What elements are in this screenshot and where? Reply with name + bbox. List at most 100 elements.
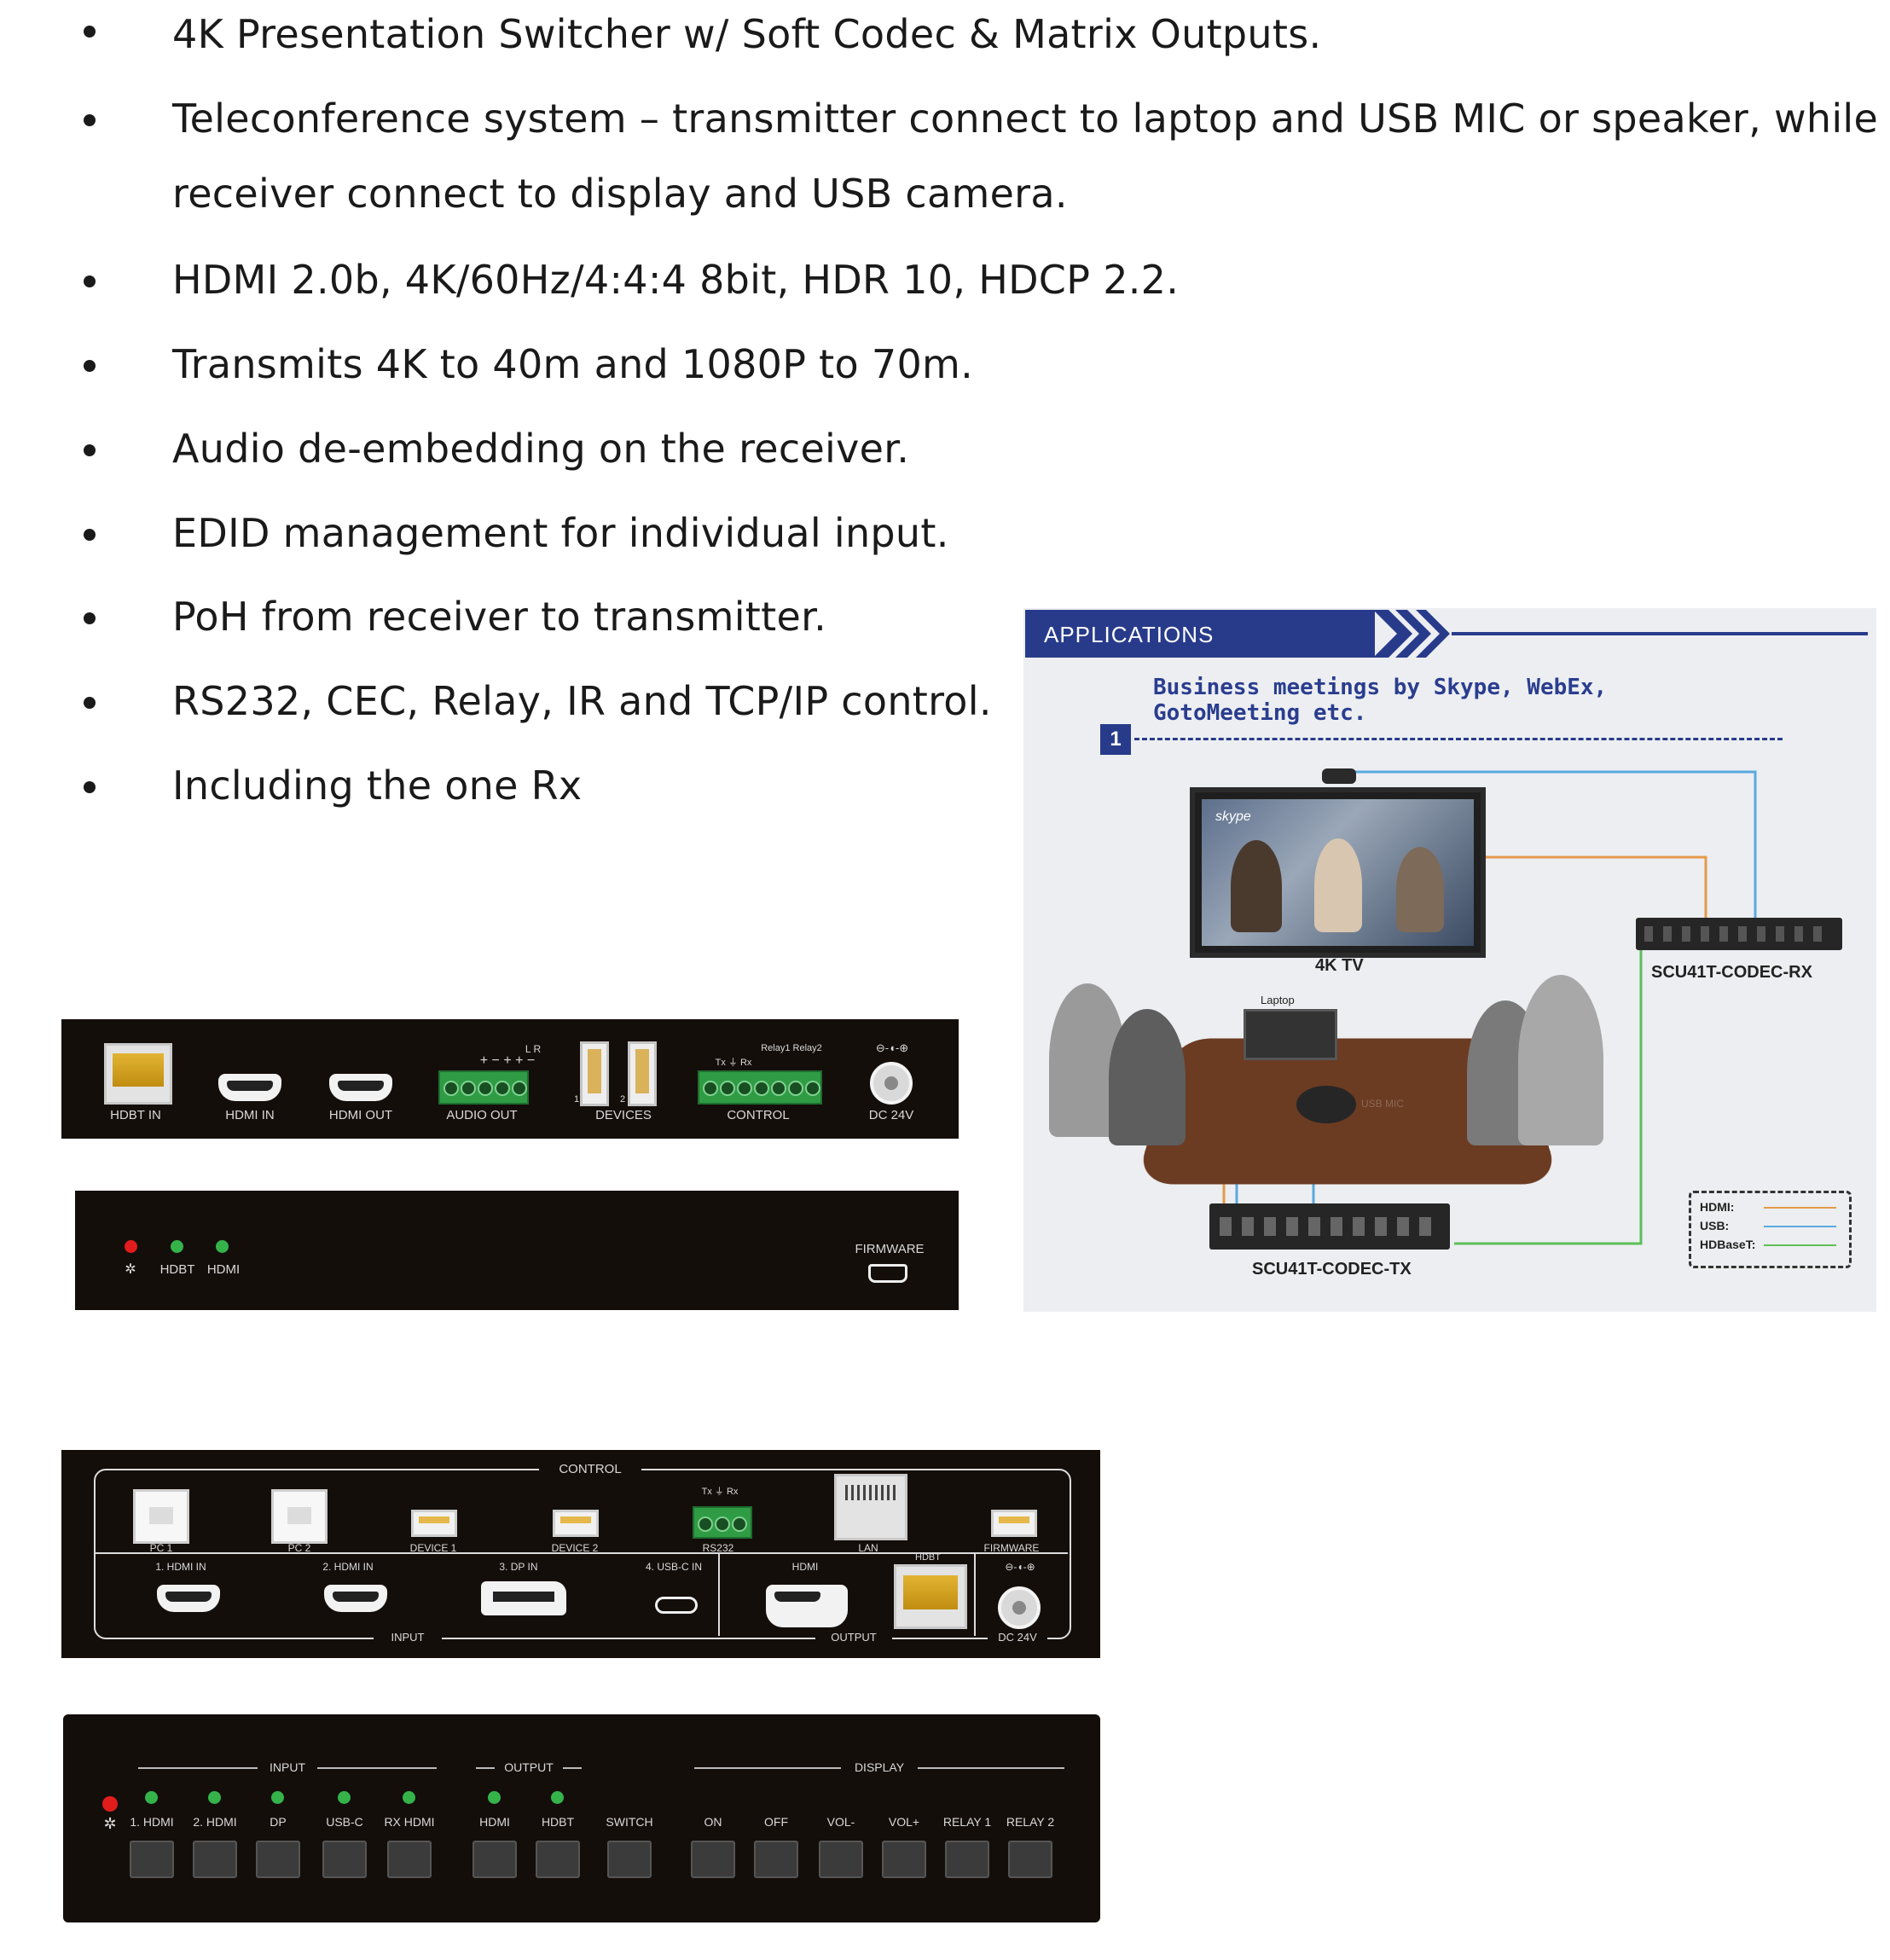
usb-device-port-2 — [628, 1041, 657, 1106]
bullet-text: Including the one Rx — [172, 763, 583, 809]
bullet-text-continued: receiver connect to display and USB came… — [172, 171, 1068, 217]
bullet-icon — [84, 697, 96, 709]
front-button-label: SWITCH — [606, 1815, 653, 1829]
hdbt-in-port — [104, 1043, 172, 1105]
control-terminal — [698, 1070, 822, 1105]
bullet-text: EDID management for individual input. — [172, 510, 949, 556]
audio-out-label: AUDIO OUT — [446, 1108, 518, 1122]
front-button-label: VOL+ — [888, 1815, 920, 1829]
front-button-label: USB-C — [326, 1815, 363, 1829]
front-button-label: RX HDMI — [384, 1815, 435, 1829]
bullet-icon — [84, 26, 96, 38]
pc2-port — [271, 1489, 328, 1544]
power-led — [125, 1240, 137, 1253]
hdmi-in1-label: 1. HDMI IN — [155, 1561, 206, 1573]
device2-port — [553, 1510, 599, 1537]
rx-device-label: SCU41T-CODEC-RX — [1651, 963, 1812, 982]
hdmi-in2-label: 2. HDMI IN — [322, 1561, 374, 1573]
front-button-label: HDMI — [479, 1815, 510, 1829]
front-button-label: 1. HDMI — [130, 1815, 174, 1829]
bullet-icon — [84, 612, 96, 624]
lan-port — [834, 1474, 907, 1540]
bullet-icon — [84, 529, 96, 541]
front-button-label: HDBT — [541, 1815, 575, 1829]
front-button-label: RELAY 2 — [1006, 1815, 1055, 1829]
front-panel-button[interactable] — [1008, 1841, 1052, 1878]
bullet-icon — [84, 781, 96, 793]
hdmi-out-port — [329, 1074, 392, 1101]
dc-label: DC 24V — [868, 1108, 914, 1122]
hdmi-in1-port — [157, 1585, 220, 1612]
laptop-label: Laptop — [1261, 994, 1295, 1006]
bullet-text: Teleconference system – transmitter conn… — [172, 96, 1879, 142]
bullet-icon — [84, 444, 96, 456]
relay-label: Relay1 Relay2 — [761, 1043, 822, 1053]
firmware-label: FIRMWARE — [855, 1242, 925, 1256]
status-led — [488, 1791, 501, 1804]
output-group-label: OUTPUT — [815, 1631, 892, 1644]
front-panel-button[interactable] — [754, 1841, 798, 1878]
laptop-icon — [1244, 1009, 1337, 1060]
front-panel-button[interactable] — [193, 1841, 237, 1878]
front-panel-button[interactable] — [819, 1841, 863, 1878]
status-led — [271, 1791, 284, 1804]
hdmi-in2-port — [324, 1585, 387, 1612]
bullet-icon — [84, 114, 96, 126]
bullet-text: PoH from receiver to transmitter. — [172, 594, 826, 640]
person-silhouette — [1314, 838, 1362, 932]
status-led — [403, 1791, 415, 1804]
tx-rear-panel: CONTROL PC 1 PC 2 DEVICE 1 DEVICE 2 Tx ⏚… — [61, 1450, 1100, 1658]
bullet-text: 4K Presentation Switcher w/ Soft Codec &… — [172, 11, 1322, 57]
control-polarity-label: Tx ⏚ Rx — [715, 1058, 752, 1068]
bullet-text: Audio de-embedding on the receiver. — [172, 426, 910, 472]
cable-legend: HDMI: USB: HDBaseT: — [1689, 1191, 1852, 1268]
power-led — [102, 1796, 118, 1812]
front-button-label: DP — [270, 1815, 287, 1829]
front-panel-button[interactable] — [882, 1841, 926, 1878]
out-hdmi-label: HDMI — [791, 1561, 819, 1573]
dc-label: DC 24V — [988, 1631, 1047, 1644]
dc-jack — [998, 1586, 1041, 1629]
front-button-label: RELAY 1 — [942, 1815, 992, 1829]
tx-device-label: SCU41T-CODEC-TX — [1252, 1260, 1412, 1279]
hdmi-led — [216, 1240, 229, 1253]
front-panel-button[interactable] — [691, 1841, 735, 1878]
front-panel-button[interactable] — [472, 1841, 517, 1878]
rx-device-image — [1636, 918, 1842, 950]
usbc-in-port — [655, 1597, 698, 1614]
legend-hdmi: HDMI: — [1700, 1200, 1735, 1214]
skype-logo: skype — [1215, 809, 1251, 824]
applications-title: APPLICATIONS — [1044, 622, 1215, 647]
front-panel-button[interactable] — [256, 1841, 300, 1878]
front-panel-button[interactable] — [536, 1841, 580, 1878]
tx-device-image — [1209, 1203, 1450, 1250]
front-panel-button[interactable] — [387, 1841, 432, 1878]
power-icon: ✲ — [103, 1815, 117, 1832]
front-panel-button[interactable] — [130, 1841, 174, 1878]
applications-header: APPLICATIONS — [1025, 610, 1375, 658]
bullet-icon — [84, 275, 96, 287]
audio-lr-label: L R — [525, 1043, 542, 1055]
device-2-label: 2 — [619, 1094, 626, 1105]
legend-usb: USB: — [1700, 1219, 1730, 1232]
subtitle-line-2: GotoMeeting etc. — [1153, 700, 1367, 726]
bullet-icon — [84, 360, 96, 372]
applications-diagram: APPLICATIONS Business meetings by Skype,… — [1023, 608, 1876, 1312]
rx-front-panel: ✲ HDBT HDMI FIRMWARE — [75, 1191, 959, 1310]
front-panel-button[interactable] — [945, 1841, 989, 1878]
rs232-polarity-label: Tx ⏚ Rx — [701, 1487, 739, 1497]
person-silhouette — [1109, 1009, 1186, 1145]
dashed-divider — [1134, 738, 1783, 740]
subtitle-line-1: Business meetings by Skype, WebEx, — [1153, 675, 1608, 700]
hdbt-led — [171, 1240, 183, 1253]
input-group-label: INPUT — [374, 1631, 442, 1644]
legend-hdbaset-line — [1764, 1244, 1836, 1246]
device2-label: DEVICE 2 — [551, 1542, 599, 1554]
legend-hdmi-line — [1764, 1207, 1836, 1209]
audio-polarity-label: + − + + − — [479, 1053, 536, 1068]
front-panel-button[interactable] — [322, 1841, 367, 1878]
dp-in-port — [481, 1581, 566, 1615]
bullet-text: HDMI 2.0b, 4K/60Hz/4:4:4 8bit, HDR 10, H… — [172, 257, 1180, 303]
front-panel-button[interactable] — [607, 1841, 652, 1878]
